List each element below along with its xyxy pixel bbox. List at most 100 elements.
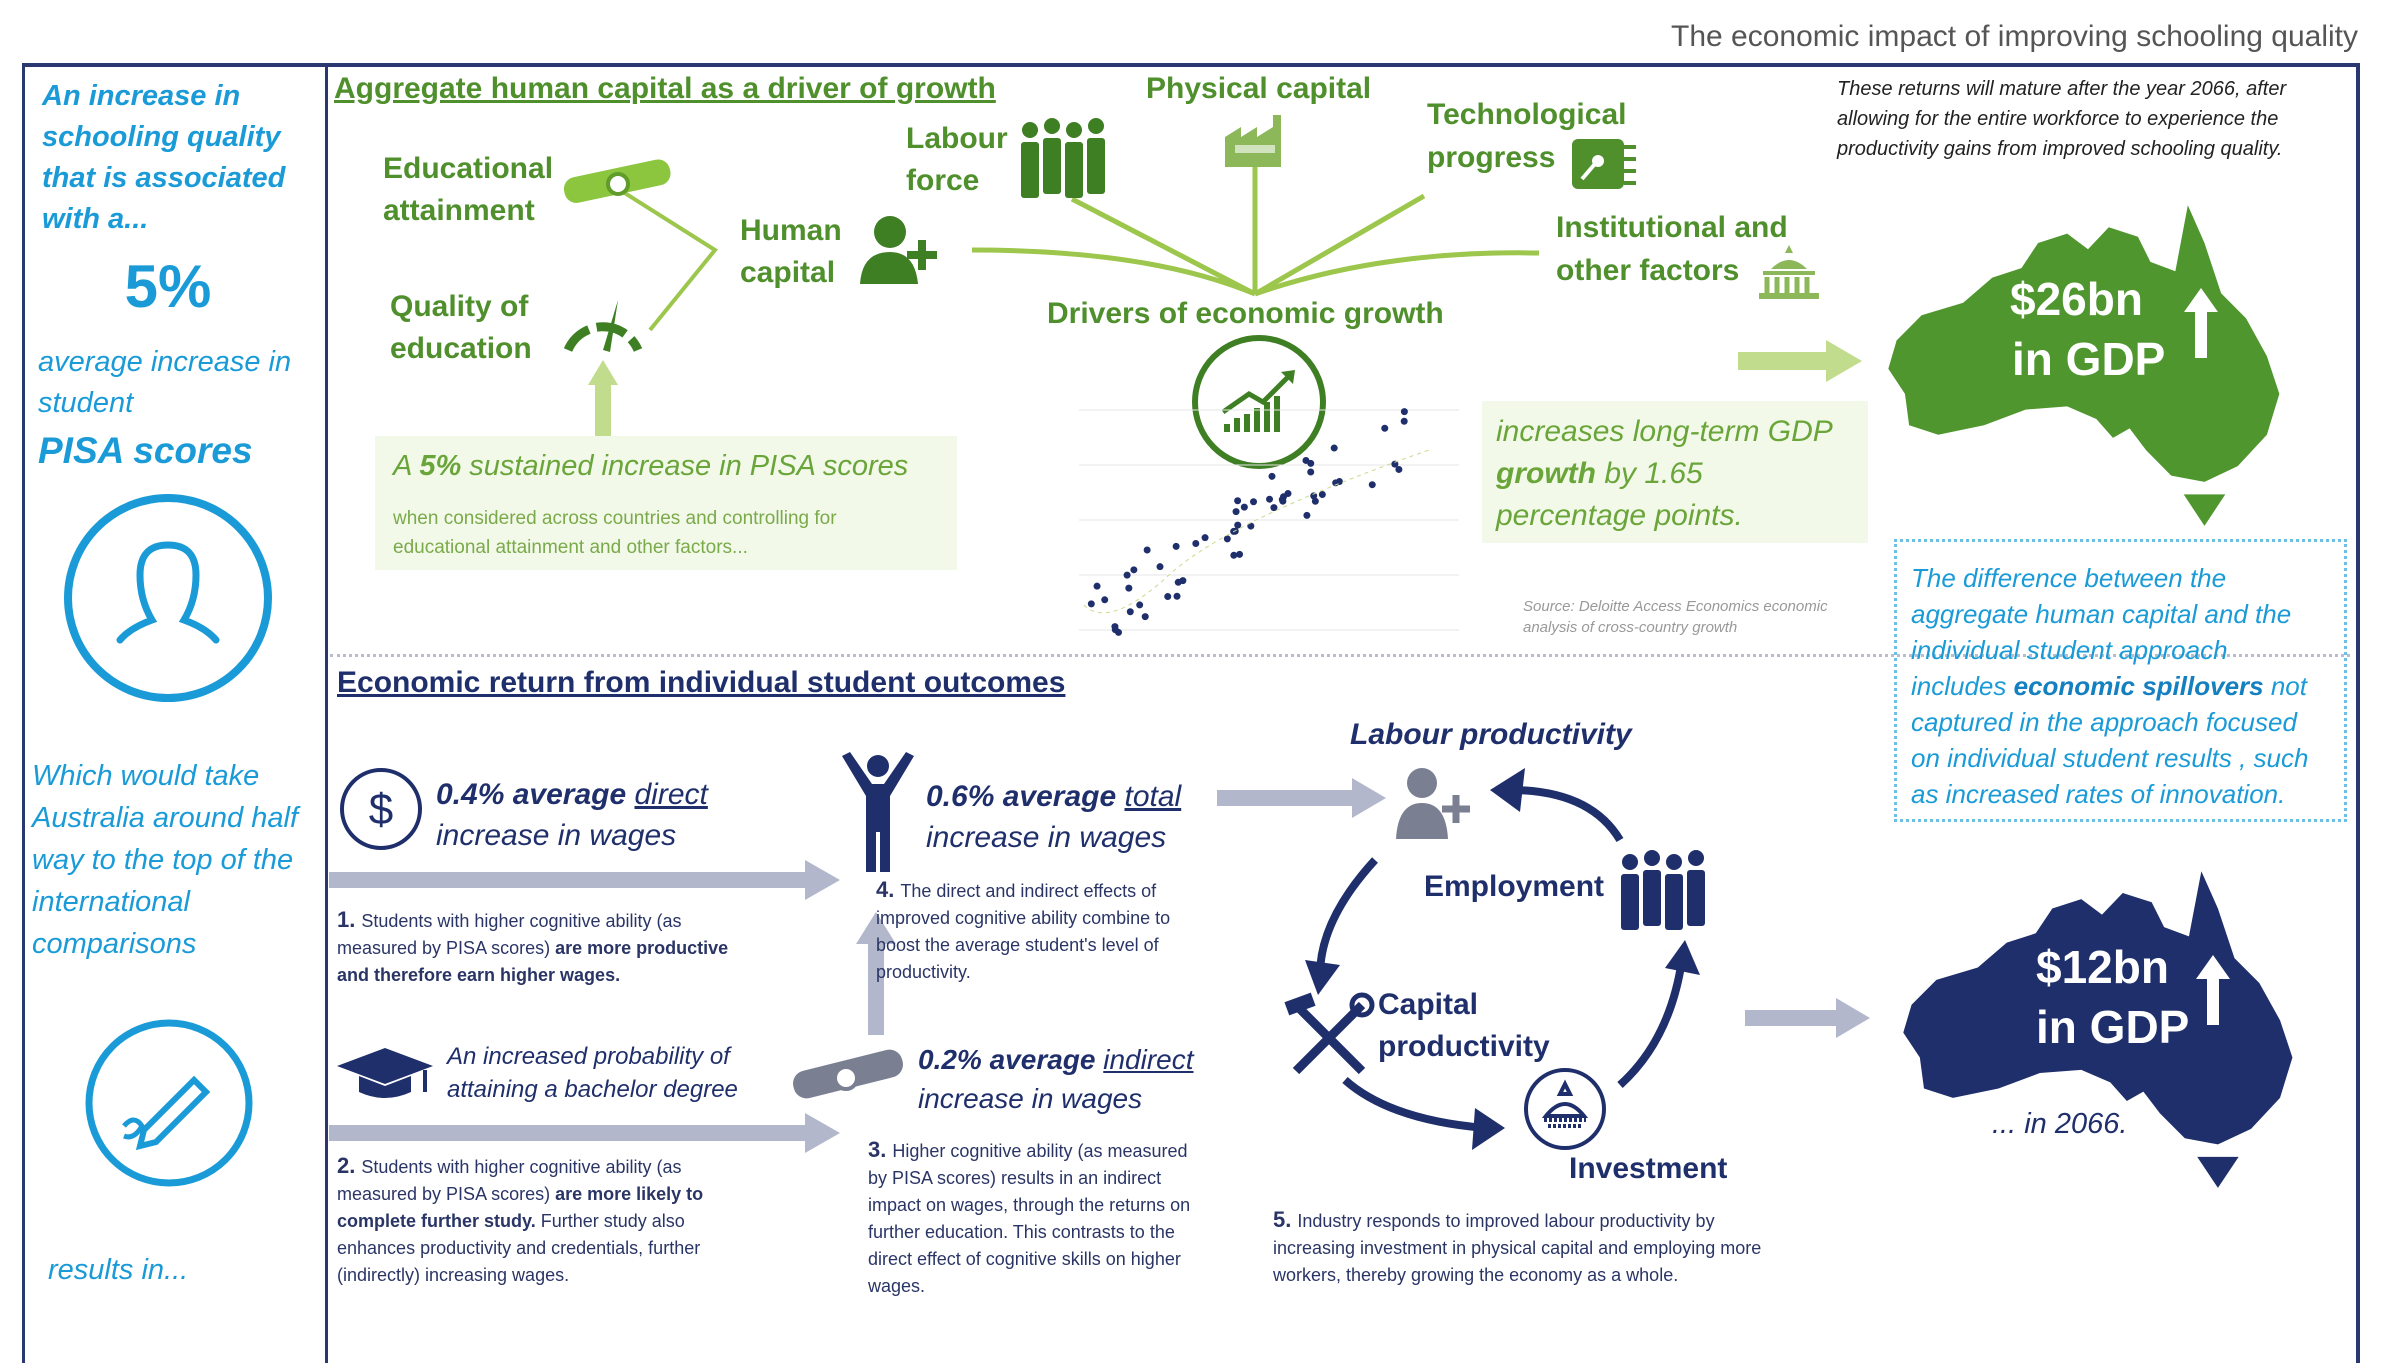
text: 5% <box>419 450 462 482</box>
text: total <box>1124 780 1182 813</box>
step-number: 3. <box>868 1137 887 1162</box>
scatter-point <box>1318 490 1326 498</box>
student-person-icon <box>60 490 276 711</box>
capital-productivity-label: Capital productivity <box>1378 988 1550 1063</box>
human-capital-label: Human capital <box>740 214 842 289</box>
gdp-12bn-year: ... in 2066. <box>1992 1108 2128 1140</box>
text: by 1.65 percentage points. <box>1496 457 1743 532</box>
text: Students with higher cognitive ability (… <box>337 1157 682 1204</box>
text: economic spillovers <box>2013 671 2264 701</box>
cross-country-scatter-thumbnail <box>1079 408 1459 636</box>
text: 0.4% average <box>436 778 635 811</box>
bachelor-degree-text: An increased probability of attaining a … <box>447 1043 738 1103</box>
diploma-icon <box>558 150 678 215</box>
diploma-grey-icon <box>788 1040 912 1109</box>
gauge-icon <box>558 290 648 360</box>
average-increase-text: average increase in student <box>38 346 292 419</box>
text: indirect <box>1103 1044 1194 1075</box>
scatter-point <box>1156 563 1164 571</box>
text: 0.6% average <box>926 780 1125 813</box>
dollar-icon: $ <box>338 766 424 857</box>
scatter-point <box>1230 551 1238 559</box>
scatter-point <box>1400 417 1408 425</box>
scatter-point <box>1101 596 1109 604</box>
pen-icon <box>84 1018 254 1193</box>
scatter-point <box>1174 578 1182 586</box>
step-number: 2. <box>337 1153 356 1178</box>
text: A <box>393 450 420 482</box>
step-number: 1. <box>337 907 356 932</box>
scatter-point <box>1143 546 1151 554</box>
pisa-increase-percent: 5% <box>124 253 212 320</box>
scatter-point <box>1400 408 1408 416</box>
svg-text:$: $ <box>369 785 393 834</box>
scatter-point <box>1192 540 1200 548</box>
left-column-border <box>22 63 328 1363</box>
scatter-point <box>1172 542 1180 550</box>
source-note: Source: Deloitte Access Economics econom… <box>1523 598 1828 636</box>
scatter-point <box>1307 459 1315 467</box>
scatter-point <box>1284 490 1292 498</box>
cheering-person-icon <box>838 752 918 879</box>
text: are more productive and therefore earn h… <box>337 938 729 985</box>
text: increase in wages <box>436 819 677 852</box>
gdp-26bn-label: in GDP <box>2012 333 2166 385</box>
driver-connector-lines <box>588 165 1862 445</box>
scatter-point <box>1130 566 1138 574</box>
gdp-12bn-label: in GDP <box>2036 1001 2190 1053</box>
text: 0.2% average <box>918 1044 1104 1075</box>
workforce-people-icon <box>1020 118 1116 205</box>
direct-wages-text: 0.4% average direct increase in wages <box>436 774 736 856</box>
person-plus-grey-icon <box>1396 765 1476 846</box>
text: increases long-term GDP <box>1496 415 1832 448</box>
investment-label: Investment <box>1569 1152 1728 1185</box>
step-3-text: 3.Higher cognitive ability (as measured … <box>868 1136 1208 1300</box>
pisa-increase-subtext: when considered across countries and con… <box>393 508 837 558</box>
scatter-point <box>1307 468 1315 476</box>
returns-note: These returns will mature after the year… <box>1837 78 2287 160</box>
scatter-point <box>1268 472 1276 480</box>
employment-label: Employment <box>1424 870 1605 903</box>
gdp-growth-box: increases long-term GDP growth by 1.65 p… <box>1482 401 1868 543</box>
scatter-point <box>1141 613 1149 621</box>
intro-text: An increase in schooling quality that is… <box>42 80 286 235</box>
scatter-point <box>1223 535 1231 543</box>
pisa-increase-box: A 5% sustained increase in PISA scores w… <box>375 436 957 570</box>
text: direct <box>634 778 708 811</box>
pisa-increase-headline: A 5% sustained increase in PISA scores <box>393 450 908 483</box>
text: Higher cognitive ability (as measured by… <box>868 1141 1191 1296</box>
aggregate-heading: Aggregate human capital as a driver of g… <box>334 72 996 105</box>
drivers-of-growth-label: Drivers of economic growth <box>1047 297 1444 330</box>
scatter-point <box>1368 481 1376 489</box>
scatter-point <box>1266 495 1274 503</box>
step-2-text: 2.Students with higher cognitive ability… <box>337 1152 757 1289</box>
scatter-point <box>1270 504 1278 512</box>
scatter-point <box>1279 497 1287 505</box>
difference-note: The difference between the aggregate hum… <box>1894 539 2347 822</box>
text: The direct and indirect effects of impro… <box>876 881 1171 982</box>
text: not captured in the approach focused on … <box>1911 671 2309 809</box>
scatter-point <box>1125 584 1133 592</box>
physical-capital-label: Physical capital <box>1146 72 1372 105</box>
scatter-point <box>1250 498 1258 506</box>
scatter-point <box>1236 550 1244 558</box>
scatter-point <box>1247 522 1255 530</box>
text: increase in wages <box>926 821 1167 854</box>
step-number: 5. <box>1273 1207 1292 1232</box>
scatter-point <box>1173 592 1181 600</box>
text: Students with higher cognitive ability (… <box>337 911 682 958</box>
individual-heading: Economic return from individual student … <box>337 666 1066 699</box>
halfway-text: Which would take Australia around half w… <box>32 760 298 960</box>
text: Industry responds to improved labour pro… <box>1273 1211 1762 1285</box>
quality-of-education-label: Quality of education <box>390 290 532 365</box>
pisa-scores-label: PISA scores <box>38 430 253 471</box>
section-divider <box>330 654 2350 657</box>
trend-line <box>1083 449 1430 614</box>
employment-people-icon <box>1620 850 1710 941</box>
tools-icon <box>1284 992 1375 1080</box>
scatter-point <box>1240 503 1248 511</box>
text: growth <box>1496 457 1596 490</box>
scatter-point <box>1093 582 1101 590</box>
step-5-text: 5.Industry responds to improved labour p… <box>1273 1206 1783 1289</box>
